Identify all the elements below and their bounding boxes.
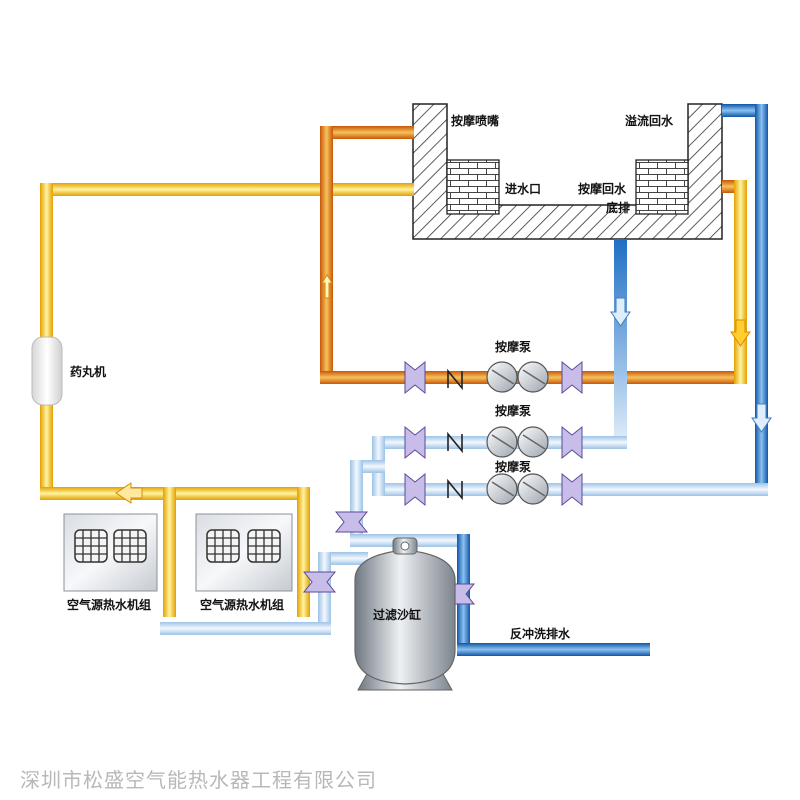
- valve-icon[interactable]: [334, 511, 369, 533]
- label-massage-pump-1: 按摩泵: [495, 340, 532, 354]
- label-massage-return: 按摩回水: [578, 182, 627, 196]
- down-arrow-icon: [610, 297, 631, 327]
- label-heat-pump-2: 空气源热水机组: [200, 598, 285, 612]
- label-water-inlet: 进水口: [505, 182, 542, 196]
- pump-icon[interactable]: [486, 426, 549, 458]
- fan-grille-icon: [113, 529, 147, 563]
- label-overflow-return: 溢流回水: [625, 114, 674, 128]
- label-backwash-drain: 反冲洗排水: [510, 627, 571, 641]
- heat-pump-unit-2[interactable]: [195, 513, 293, 592]
- pool-basin: [412, 103, 723, 240]
- pump-row-2: [404, 425, 583, 460]
- down-arrow-icon: [730, 319, 751, 347]
- left-arrow-icon: [115, 482, 143, 504]
- sand-filter-tank[interactable]: [354, 537, 456, 691]
- pill-dispenser-tank[interactable]: [31, 336, 63, 406]
- label-massage-pump-3: 按摩泵: [495, 460, 532, 474]
- company-watermark: 深圳市松盛空气能热水器工程有限公司: [20, 768, 377, 792]
- pump-icon[interactable]: [486, 473, 549, 505]
- check-valve-icon: [447, 478, 463, 501]
- fan-grille-icon: [247, 529, 281, 563]
- label-sand-filter: 过滤沙缸: [373, 608, 422, 622]
- return-brick: [635, 159, 689, 215]
- valve-icon[interactable]: [404, 425, 426, 460]
- return-pipes: [160, 104, 768, 656]
- label-bottom-drain: 底排: [606, 201, 631, 215]
- valve-icon[interactable]: [404, 472, 426, 507]
- valve-icon[interactable]: [561, 425, 583, 460]
- label-heat-pump-1: 空气源热水机组: [67, 598, 152, 612]
- heat-pump-unit-1[interactable]: [63, 513, 158, 592]
- pump-row-3: [404, 472, 583, 507]
- check-valve-icon: [447, 368, 463, 391]
- valve-icon[interactable]: [561, 360, 583, 395]
- water-inlet-brick: [446, 159, 500, 215]
- pump-row-1: [404, 360, 583, 395]
- label-massage-jet: 按摩喷嘴: [451, 114, 500, 128]
- fan-grille-icon: [74, 529, 108, 563]
- label-massage-pump-2: 按摩泵: [495, 404, 532, 418]
- down-arrow-icon: [751, 403, 772, 433]
- label-pill-dispenser: 药丸机: [70, 365, 107, 379]
- up-arrow-icon: [321, 274, 333, 299]
- valve-icon[interactable]: [302, 571, 337, 593]
- pump-icon[interactable]: [486, 361, 549, 393]
- check-valve-icon: [447, 431, 463, 454]
- valve-icon[interactable]: [561, 472, 583, 507]
- valve-icon[interactable]: [404, 360, 426, 395]
- flow-arrows: [115, 274, 772, 504]
- fan-grille-icon: [206, 529, 240, 563]
